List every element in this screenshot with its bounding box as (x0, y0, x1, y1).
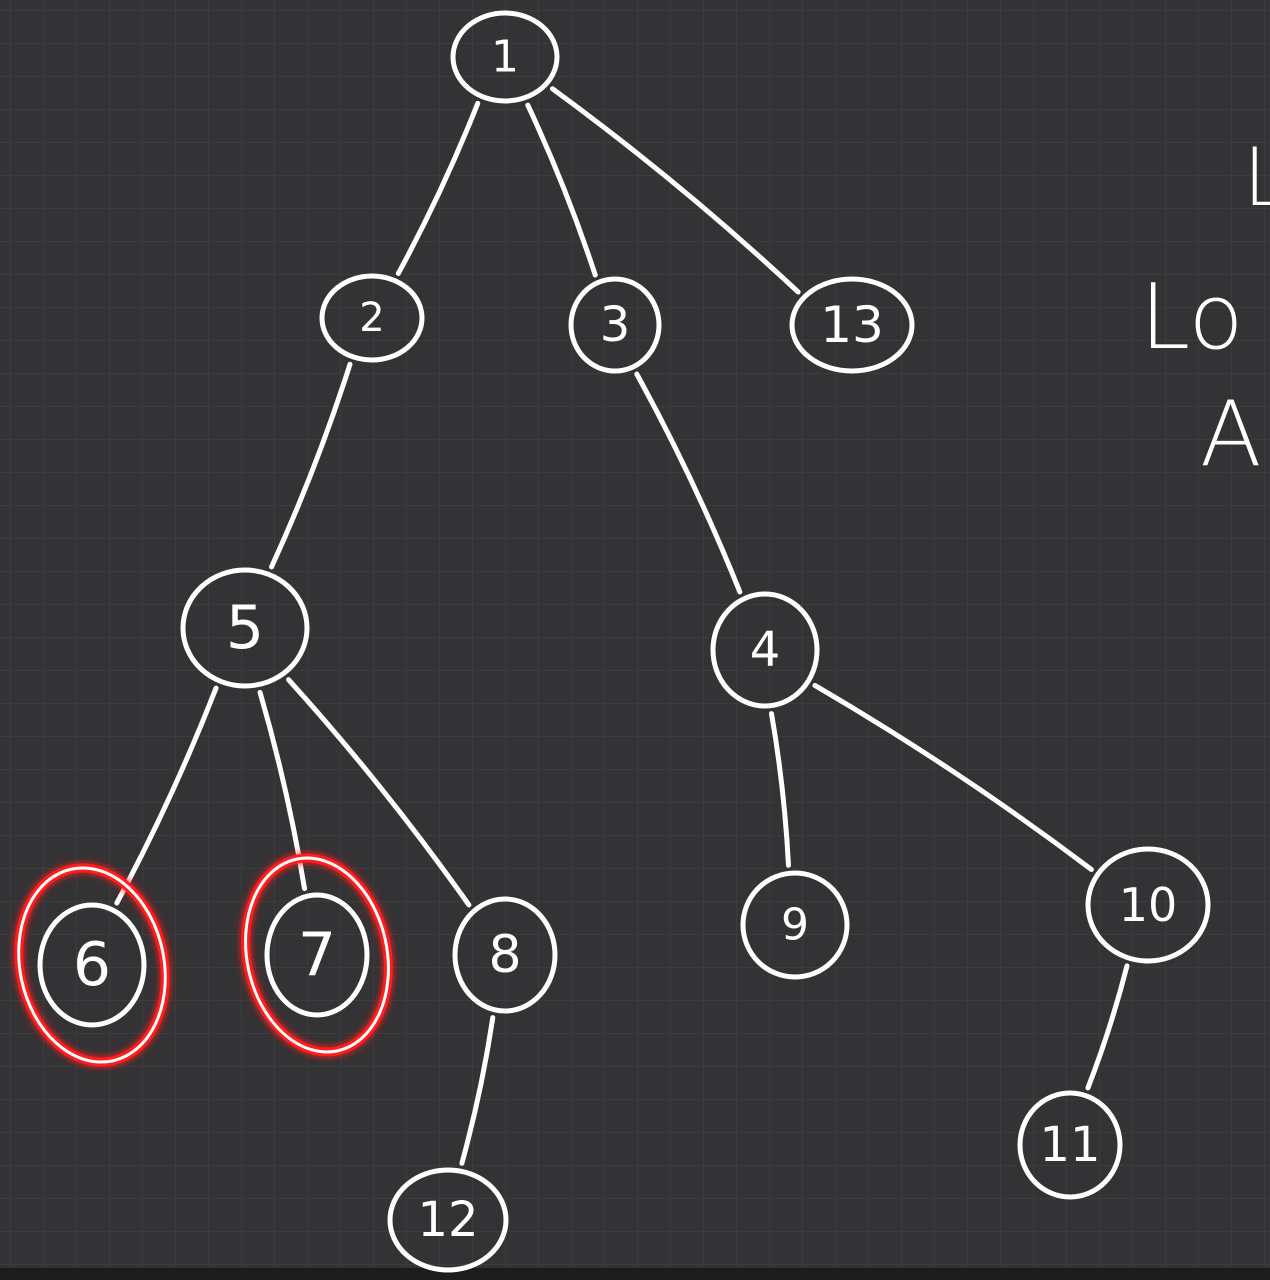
edge-n1-n3 (525, 102, 598, 278)
tree-node-1: 1 (450, 10, 560, 104)
tree-node-3: 3 (568, 276, 662, 374)
node-label: 1 (491, 32, 519, 83)
edge-n1-n13 (549, 86, 801, 295)
node-circle (264, 892, 370, 1018)
tree-node-11: 11 (1017, 1090, 1123, 1200)
edge-n4-n9 (769, 711, 791, 868)
node-label: 5 (226, 593, 264, 663)
node-label: 10 (1119, 878, 1178, 932)
edge-n4-n10 (812, 682, 1094, 873)
node-label: 11 (1039, 1117, 1100, 1173)
node-label: 2 (359, 295, 384, 341)
node-circle (37, 902, 147, 1028)
tree-node-6: 6 (14, 863, 170, 1067)
node-label: 4 (750, 622, 781, 678)
node-label: 13 (820, 296, 884, 354)
node-label: 9 (781, 900, 809, 951)
node-circle (387, 1167, 509, 1273)
node-circle (1017, 1090, 1123, 1200)
edge-n2-n5 (269, 361, 353, 570)
tree-node-8: 8 (452, 896, 558, 1014)
node-label: 12 (417, 1192, 478, 1248)
edge-n5-n7 (257, 689, 308, 892)
node-circle (1085, 846, 1211, 964)
node-circle (568, 276, 662, 374)
tree-node-12: 12 (387, 1167, 509, 1273)
edge-n3-n4 (634, 371, 743, 595)
tree-node-5: 5 (180, 567, 310, 689)
tree-node-7: 7 (241, 853, 393, 1057)
edge-n8-n12 (459, 1015, 496, 1166)
node-label: 8 (488, 925, 521, 985)
edge-n10-n11 (1085, 963, 1130, 1091)
node-label: 3 (600, 297, 631, 353)
node-circle (789, 276, 915, 374)
edge-n5-n6 (114, 685, 219, 906)
node-circle (740, 870, 850, 980)
edge-n5-n8 (286, 677, 472, 908)
tree-node-2: 2 (319, 273, 425, 363)
node-circle (452, 896, 558, 1014)
tree-node-4: 4 (710, 591, 820, 709)
node-circle (450, 10, 560, 104)
bottom-edge-bar (0, 1268, 1270, 1280)
side-text-line-2: Lo (1140, 265, 1244, 370)
node-circle (319, 273, 425, 363)
highlight-ring-core (17, 866, 167, 1064)
tree-node-10: 10 (1085, 846, 1211, 964)
node-label: 7 (298, 920, 336, 990)
tree-node-9: 9 (740, 870, 850, 980)
node-label: 6 (73, 930, 111, 1000)
tree-node-13: 13 (789, 276, 915, 374)
edges-layer (114, 86, 1130, 1166)
node-circle (710, 591, 820, 709)
side-text-line-1: L (1243, 131, 1270, 224)
highlight-ring-core (244, 856, 390, 1054)
edge-n1-n2 (395, 100, 481, 276)
node-circle (180, 567, 310, 689)
side-text-line-3: A (1200, 382, 1262, 487)
side-text: L Lo A (1140, 131, 1270, 487)
